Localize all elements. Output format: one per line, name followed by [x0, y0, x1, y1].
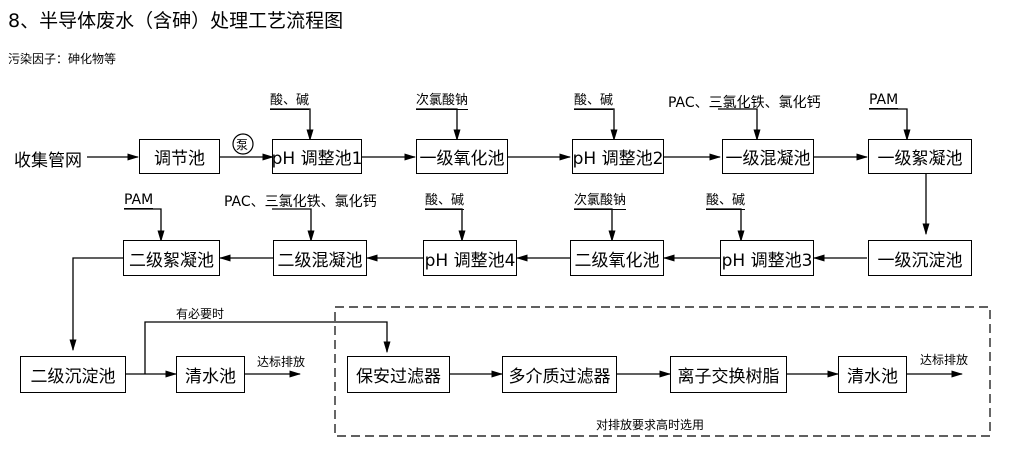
dose-floc1 [869, 108, 911, 142]
pollutant-note: 污染因子：砷化物等 [8, 52, 117, 66]
source-label: 收集管网 [14, 151, 82, 171]
box-floc2: 二级絮凝池 [123, 240, 220, 276]
dose-oxid1 [416, 108, 461, 142]
box-clear1: 清水池 [176, 356, 245, 393]
box-clear2: 清水池 [838, 356, 907, 393]
arrow-bypass-to-filter [144, 321, 391, 374]
dose-ph2 [574, 108, 618, 142]
reagent-naclo-1: 次氯酸钠 [416, 93, 469, 110]
box-ph1: pH 调整池1 [272, 139, 362, 174]
arrow-floc2-to-sed2 [69, 257, 123, 352]
box-sed1: 一级沉淀池 [868, 240, 972, 276]
dose-ph1 [270, 108, 314, 142]
discharge-label-1: 达标排放 [257, 355, 306, 369]
box-coag2: 二级混凝池 [273, 240, 367, 276]
box-tiaojie: 调节池 [139, 139, 220, 174]
dose-coag2 [272, 208, 315, 243]
reagent-acid-base-1: 酸、碱 [270, 93, 310, 110]
box-ph3: pH 调整池3 [720, 240, 814, 276]
dose-ph3 [706, 208, 745, 243]
box-safety-filter: 保安过滤器 [347, 356, 450, 393]
if-needed-label: 有必要时 [176, 307, 225, 321]
dose-oxid2 [574, 208, 616, 243]
dose-ph4 [425, 208, 466, 243]
box-ph4: pH 调整池4 [423, 240, 517, 276]
reagent-naclo-2: 次氯酸钠 [574, 193, 627, 210]
box-multimedia-filter: 多介质过滤器 [502, 356, 617, 393]
box-ph2: pH 调整池2 [572, 139, 664, 174]
reagent-acid-base-3: 酸、碱 [706, 193, 746, 210]
box-floc1: 一级絮凝池 [868, 139, 972, 174]
reagent-pam-1: PAM [869, 92, 899, 109]
reagent-acid-base-2: 酸、碱 [574, 93, 614, 110]
discharge-label-2: 达标排放 [920, 353, 969, 367]
optional-note: 对排放要求高时选用 [596, 418, 705, 432]
reagent-acid-base-4: 酸、碱 [425, 193, 465, 210]
box-oxid2: 二级氧化池 [570, 240, 664, 276]
box-ion-exchange: 离子交换树脂 [670, 356, 787, 393]
reagent-pam-2: PAM [124, 192, 154, 209]
dose-coag1 [718, 108, 761, 142]
dose-floc2 [124, 208, 165, 243]
box-coag1: 一级混凝池 [722, 139, 814, 174]
box-sed2: 二级沉淀池 [20, 356, 126, 393]
reagent-pac-1: PAC、三氯化铁、氯化钙 [668, 95, 821, 111]
pump-label: 泵 [236, 138, 249, 152]
box-oxid1: 一级氧化池 [416, 139, 508, 174]
pump-symbol [232, 133, 254, 155]
reagent-pac-2: PAC、三氯化铁、氯化钙 [224, 194, 377, 210]
optional-region [334, 306, 991, 437]
diagram-title: 8、半导体废水（含砷）处理工艺流程图 [8, 10, 344, 32]
